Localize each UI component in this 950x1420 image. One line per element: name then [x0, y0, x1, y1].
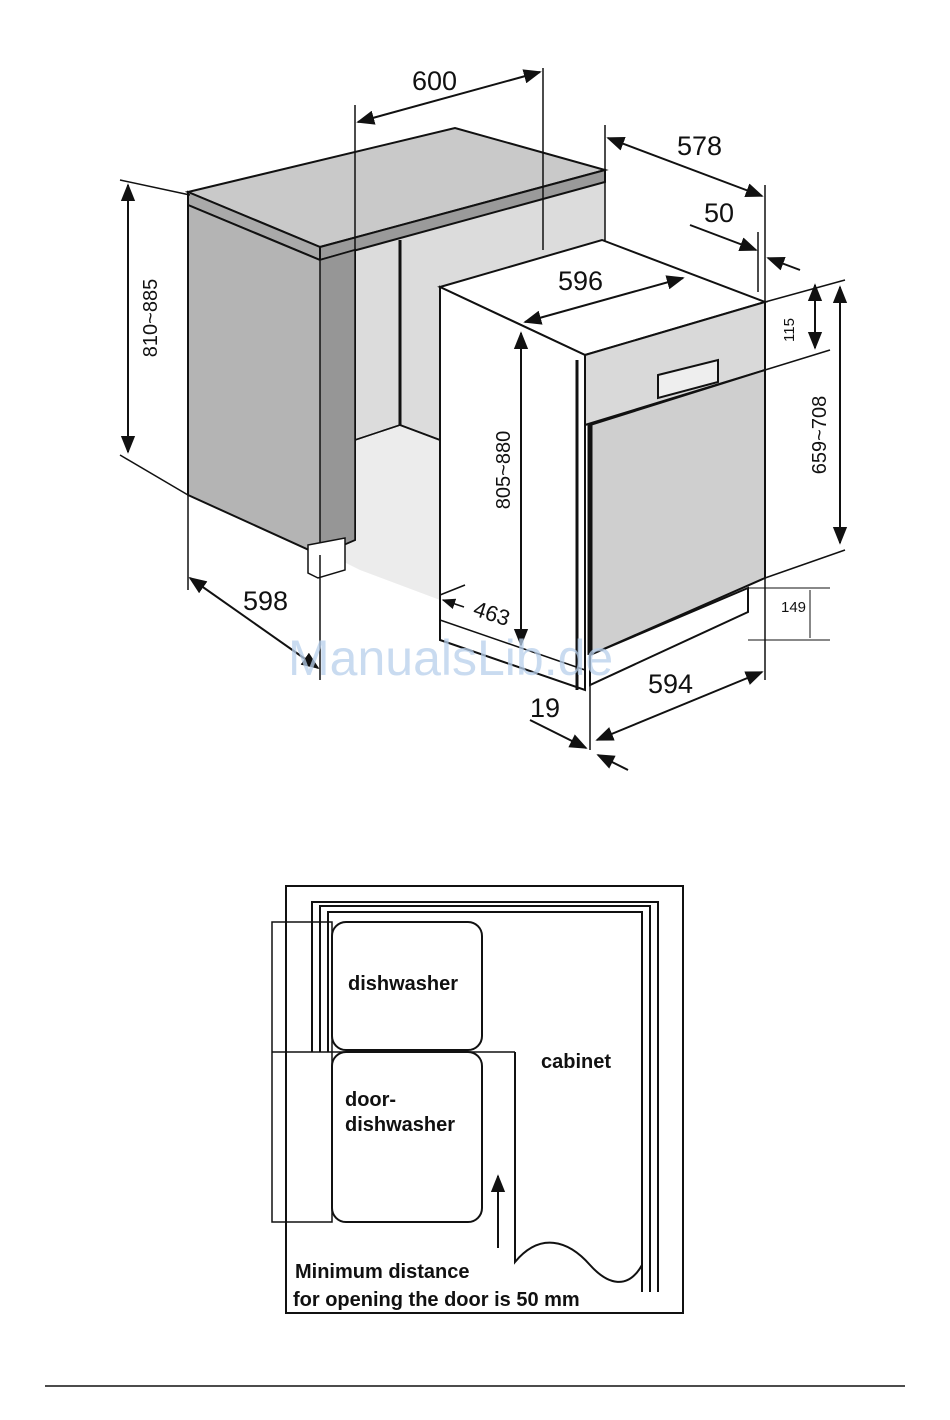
dim-top-panel: 115	[781, 318, 798, 342]
dim-appliance-width-bottom: 594	[648, 669, 693, 699]
dim-cabinet-width: 600	[412, 66, 457, 96]
door-clearance-diagram: dishwasher door- dishwasher cabinet Mini…	[272, 886, 683, 1313]
dim-appliance-height: 805~880	[493, 431, 515, 509]
watermark: ManualsLib.de	[288, 630, 613, 686]
label-door-line2: dishwasher	[345, 1114, 455, 1136]
dim-kick-panel: 149	[781, 599, 806, 616]
label-dishwasher: dishwasher	[348, 973, 458, 995]
note-line2: for opening the door is 50 mm	[293, 1289, 580, 1311]
dim-rear-gap: 50	[704, 198, 734, 228]
label-cabinet: cabinet	[541, 1051, 611, 1073]
cabinet-foot	[308, 538, 345, 578]
label-door-line1: door-	[345, 1089, 396, 1111]
dim-cabinet-depth: 598	[243, 586, 288, 616]
installation-diagram: 600 810~885 598 578 50 596 805~880 115	[120, 66, 845, 770]
dim-appliance-width-top: 596	[558, 266, 603, 296]
dim-cabinet-height: 810~885	[140, 279, 162, 357]
cabinet-edge	[320, 250, 355, 555]
dim-door-height: 659~708	[809, 396, 831, 474]
door-box	[332, 1052, 482, 1222]
dim-door-thickness: 19	[530, 693, 560, 723]
dim-appliance-depth: 578	[677, 131, 722, 161]
note-line1: Minimum distance	[295, 1261, 469, 1283]
